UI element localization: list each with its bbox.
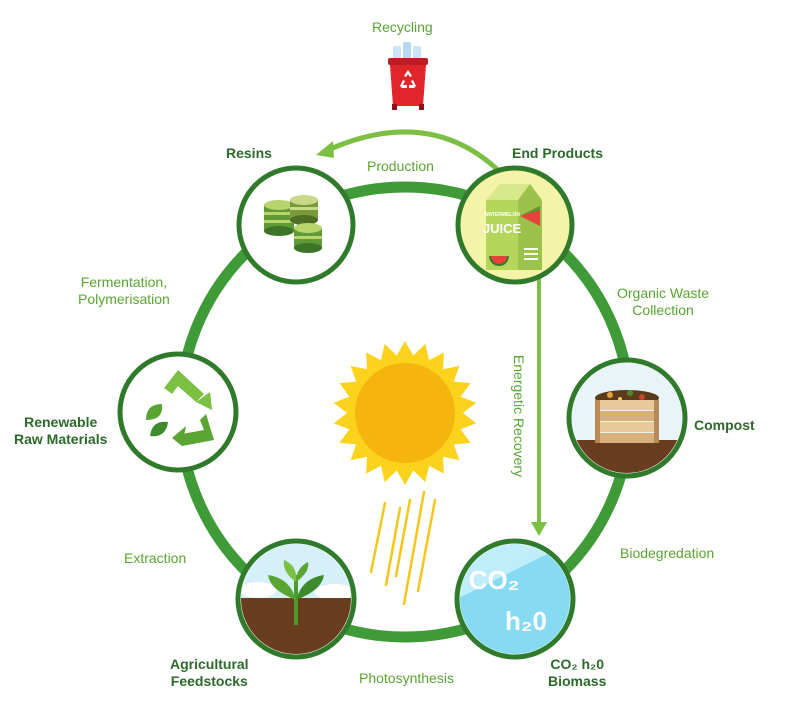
compost-title: Compost [694, 417, 755, 433]
organic-waste-label-line1: Organic Waste [617, 285, 710, 301]
fermentation-label: Fermentation, Polymerisation [78, 274, 170, 308]
compost-node [566, 357, 688, 479]
renewable-title-line1: Renewable [24, 414, 98, 430]
resins-title: Resins [226, 145, 272, 161]
organic-waste-label-line2: Collection [632, 302, 694, 318]
production-label: Production [367, 158, 434, 174]
end-products-node: WATERMELON JUICE [455, 165, 575, 285]
fermentation-label-line2: Polymerisation [78, 291, 170, 307]
biodegredation-label: Biodegredation [620, 545, 715, 561]
juice-word-text: JUICE [483, 221, 522, 236]
co2-biomass-title: CO₂ h₂0 Biomass [548, 656, 606, 690]
agricultural-node [235, 538, 357, 660]
sunlight-rays [369, 490, 437, 606]
energetic-recovery-label: Energetic Recovery [511, 354, 527, 478]
renewable-title-line2: Raw Materials [14, 431, 108, 447]
end-products-title: End Products [512, 145, 604, 161]
sun-icon [333, 341, 477, 485]
organic-waste-label: Organic Waste Collection [617, 285, 709, 319]
juice-brand-text: WATERMELON [484, 212, 520, 218]
agricultural-title: Agricultural Feedstocks [170, 656, 249, 690]
co2-biomass-title-line2: Biomass [548, 673, 607, 689]
production-arrow [326, 129, 502, 174]
resins-node [236, 165, 356, 285]
juice-carton-icon [486, 184, 542, 270]
coins-icon [264, 195, 322, 253]
renewable-title: Renewable Raw Materials [14, 414, 107, 448]
co2-graphic-text: CO₂ [469, 565, 520, 595]
sun-disc [355, 363, 455, 463]
recycle-leaves-icon [146, 370, 214, 446]
production-arrowhead [316, 141, 334, 158]
photosynthesis-label: Photosynthesis [359, 670, 454, 686]
extraction-label: Extraction [124, 550, 187, 566]
renewable-node [117, 351, 239, 473]
co2-biomass-title-line1: CO₂ h₂0 [550, 656, 605, 672]
co2-biomass-node: CO₂ h₂0 [454, 538, 576, 660]
recycling-label: Recycling [372, 19, 433, 35]
fermentation-label-line1: Fermentation, [80, 274, 168, 290]
agricultural-title-line1: Agricultural [170, 656, 249, 672]
recycling-bin-icon [388, 42, 428, 110]
energetic-recovery-arrowhead [531, 522, 547, 536]
agricultural-title-line2: Feedstocks [170, 673, 248, 689]
h2o-graphic-text: h₂0 [505, 606, 547, 636]
compost-crate-icon [572, 363, 682, 473]
